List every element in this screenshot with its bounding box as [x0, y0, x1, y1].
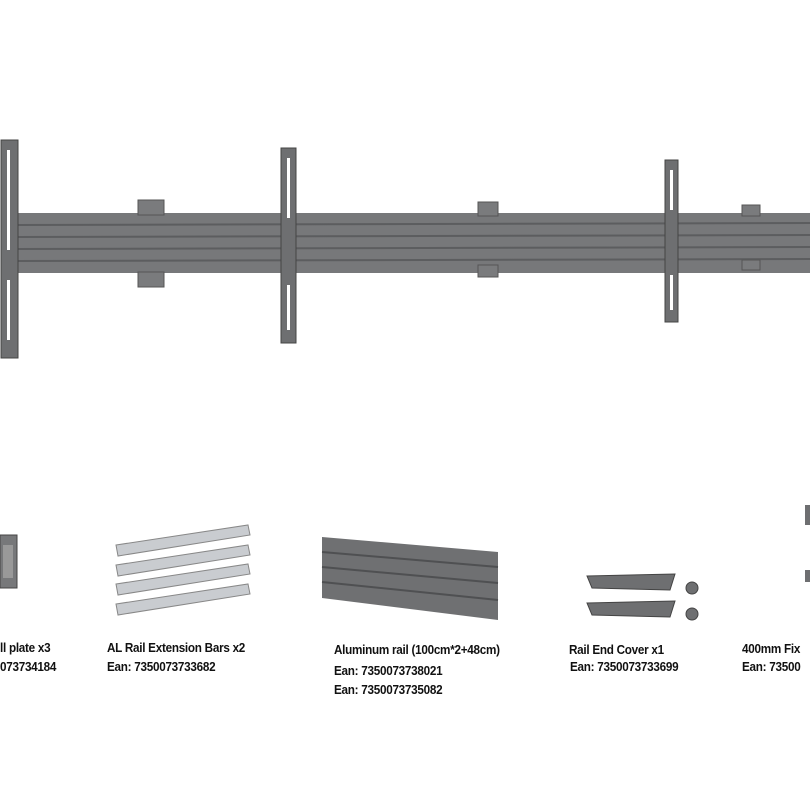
part-name: AL Rail Extension Bars x2 — [107, 640, 246, 655]
end-cover-part — [586, 573, 699, 621]
part-ean-2: Ean: 7350073735082 — [334, 682, 443, 697]
part-name: 400mm Fix — [742, 641, 801, 656]
mounting-rail — [17, 213, 810, 273]
part-ean: Ean: 73500 — [742, 659, 801, 674]
bracket-holes — [7, 150, 673, 340]
extension-bars-part — [115, 524, 251, 616]
rail-clips — [137, 199, 761, 288]
vertical-brackets — [0, 139, 679, 359]
part-ean: Ean: 7350073733682 — [107, 659, 216, 674]
part-ean: 073734184 — [0, 659, 57, 674]
part-name: Rail End Cover x1 — [569, 642, 664, 657]
part-ean: Ean: 7350073733699 — [570, 659, 679, 674]
wall-plate-part — [0, 534, 18, 589]
part-name: Aluminum rail (100cm*2+48cm) — [334, 642, 500, 657]
fix-bracket-part — [805, 505, 810, 582]
part-name: ll plate x3 — [0, 640, 51, 655]
aluminum-rail-part — [321, 537, 499, 620]
part-ean: Ean: 7350073738021 — [334, 663, 443, 678]
